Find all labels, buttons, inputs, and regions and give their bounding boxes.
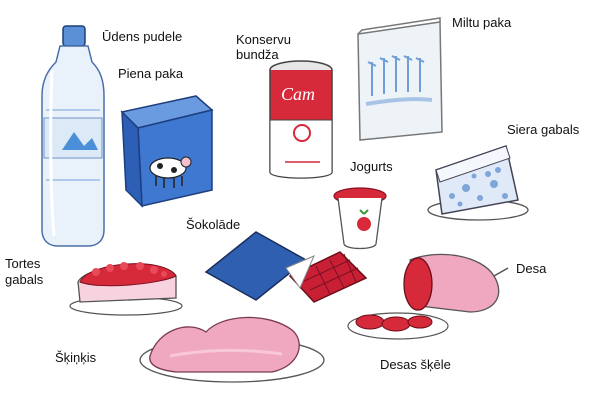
can-illustration: Cam	[269, 60, 333, 179]
chocolate-label: Šokolāde	[186, 217, 241, 232]
sausage-slice-illustration	[347, 312, 449, 340]
can-label-line1: Konservu	[236, 32, 291, 47]
cake-label-line1: Tortes	[5, 256, 41, 271]
flour-bag-illustration	[357, 17, 443, 141]
sausage-label: Desa	[516, 261, 547, 276]
flour-bag-label: Miltu paka	[452, 15, 512, 30]
water-bottle-illustration	[41, 25, 105, 247]
sausage-illustration	[403, 253, 509, 313]
yogurt-label: Jogurts	[350, 159, 393, 174]
ham-label: Šķiņķis	[55, 350, 97, 365]
milk-carton-label: Piena paka	[118, 66, 184, 81]
cheese-label: Siera gabals	[507, 122, 580, 137]
cake-illustration	[69, 262, 183, 316]
sausage-slice-label: Desas šķēle	[380, 357, 451, 372]
yogurt-illustration	[333, 187, 387, 250]
cake-label-line2: gabals	[5, 272, 44, 287]
can-label-text: Cam	[281, 84, 315, 104]
cheese-illustration	[427, 145, 529, 221]
chocolate-illustration	[204, 231, 368, 303]
milk-carton-illustration	[120, 95, 214, 208]
ham-illustration	[139, 316, 325, 383]
water-bottle-label: Ūdens pudele	[102, 29, 183, 44]
can-label-line2: bundža	[236, 47, 279, 62]
